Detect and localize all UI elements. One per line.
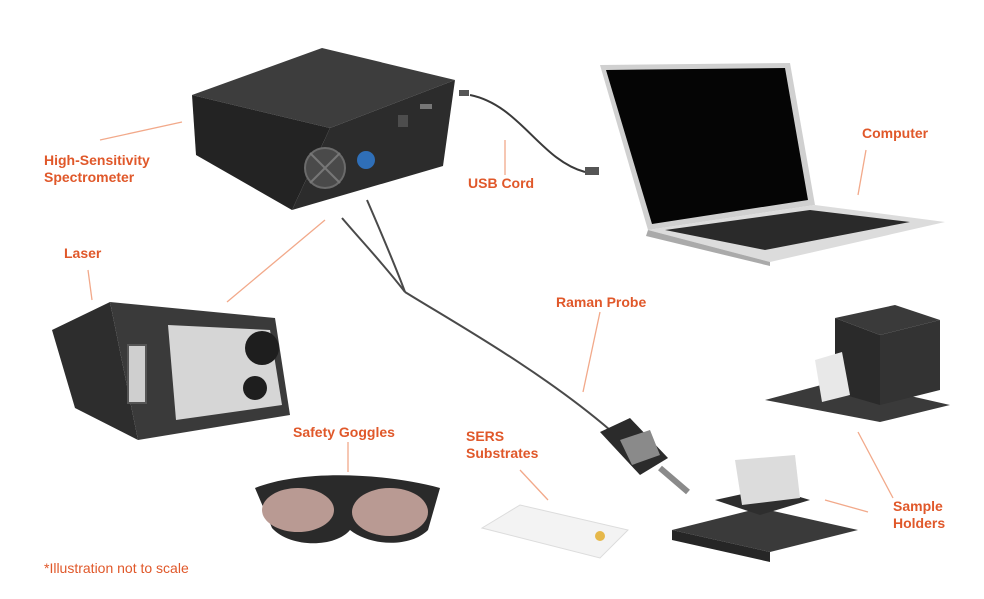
label-raman-probe-line1: Raman Probe [556,294,647,310]
sample-holder-lower-illustration [672,455,858,562]
label-computer: Computer [862,125,928,142]
label-sample-holders: Sample Holders [893,498,945,532]
safety-goggles-illustration [255,475,440,544]
label-laser-line1: Laser [64,245,102,261]
label-safety-goggles: Safety Goggles [293,424,395,441]
label-sers-substrates: SERS Substrates [466,428,538,462]
label-sample-holders-line1: Sample [893,498,943,514]
leader-lines [87,121,894,513]
raman-probe-illustration [600,418,690,495]
laptop-illustration [600,63,945,266]
probe-cable [341,199,611,431]
spectrometer-illustration [192,48,455,210]
laser-illustration [52,302,290,440]
label-spectrometer-line1: High-Sensitivity [44,152,150,168]
label-safety-goggles-line1: Safety Goggles [293,424,395,440]
sers-substrate-illustration [480,504,629,559]
label-sample-holders-line2: Holders [893,515,946,531]
sample-holder-upper-illustration [765,305,950,422]
label-sers-substrates-line1: SERS [466,428,505,444]
label-spectrometer-line2: Spectrometer [44,169,135,185]
label-raman-probe: Raman Probe [556,294,646,311]
footnote: *Illustration not to scale [44,560,189,576]
label-usb-cord: USB Cord [468,175,534,192]
label-spectrometer: High-Sensitivity Spectrometer [44,152,150,186]
label-laser: Laser [64,245,101,262]
usb-cord [459,90,599,175]
label-usb-cord-line1: USB Cord [468,175,535,191]
label-computer-line1: Computer [862,125,929,141]
label-sers-substrates-line2: Substrates [466,445,539,461]
